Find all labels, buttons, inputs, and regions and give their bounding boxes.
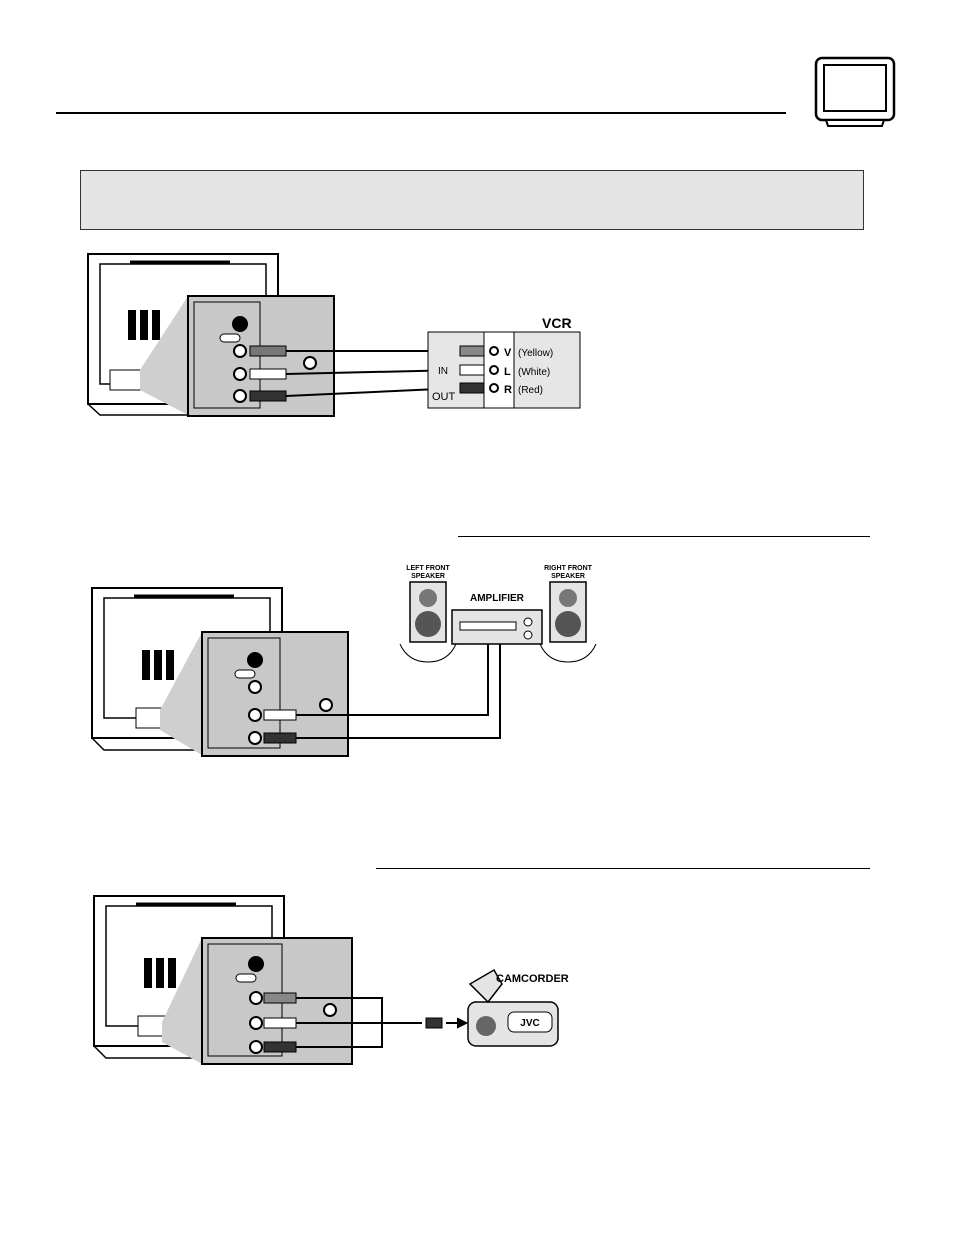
right-speaker-label-1: RIGHT FRONT xyxy=(544,565,593,572)
vcr-title: VCR xyxy=(542,315,572,331)
cables xyxy=(296,644,501,739)
jack-label-l: L xyxy=(504,366,511,378)
left-speaker-label-2: SPEAKER xyxy=(411,573,445,580)
section-rule-camcorder xyxy=(376,868,870,869)
jack-label-v: V xyxy=(504,347,512,359)
input-panel xyxy=(160,631,349,757)
cable-color-white: (White) xyxy=(518,367,550,378)
amplifier-label: AMPLIFIER xyxy=(470,593,525,604)
jack-label-r: R xyxy=(504,384,512,396)
header-rule xyxy=(56,112,786,114)
right-speaker-label-2: SPEAKER xyxy=(551,573,585,580)
notice-box xyxy=(80,170,864,230)
input-panel xyxy=(140,295,335,417)
right-speaker: RIGHT FRONT SPEAKER xyxy=(539,565,597,663)
vcr-device: VCR V L R (Yellow) (White) (Red) IN OUT xyxy=(427,315,581,409)
tv-monitor-icon xyxy=(814,56,896,127)
input-panel xyxy=(162,937,353,1065)
camcorder-device: JVC CAMCORDER xyxy=(467,968,569,1047)
camcorder-brand: JVC xyxy=(520,1018,539,1029)
vcr-in-label: IN xyxy=(438,366,448,377)
camcorder-plug xyxy=(425,1017,443,1029)
vcr-connection-diagram: VCR V L R (Yellow) (White) (Red) IN OUT xyxy=(87,253,581,417)
cables xyxy=(296,997,469,1048)
vcr-out-label: OUT xyxy=(432,391,456,403)
amplifier-device: AMPLIFIER xyxy=(451,593,543,645)
camcorder-connection-diagram: JVC CAMCORDER xyxy=(93,895,569,1065)
cable-color-yellow: (Yellow) xyxy=(518,348,553,359)
camcorder-label: CAMCORDER xyxy=(496,973,569,985)
amplifier-connection-diagram: LEFT FRONT SPEAKER AMPLIFIER RIGHT FRONT… xyxy=(91,565,597,757)
left-speaker-label-1: LEFT FRONT xyxy=(406,565,450,572)
cable-color-red: (Red) xyxy=(518,385,543,396)
left-speaker: LEFT FRONT SPEAKER xyxy=(399,565,457,663)
section-rule-amplifier xyxy=(458,536,870,537)
